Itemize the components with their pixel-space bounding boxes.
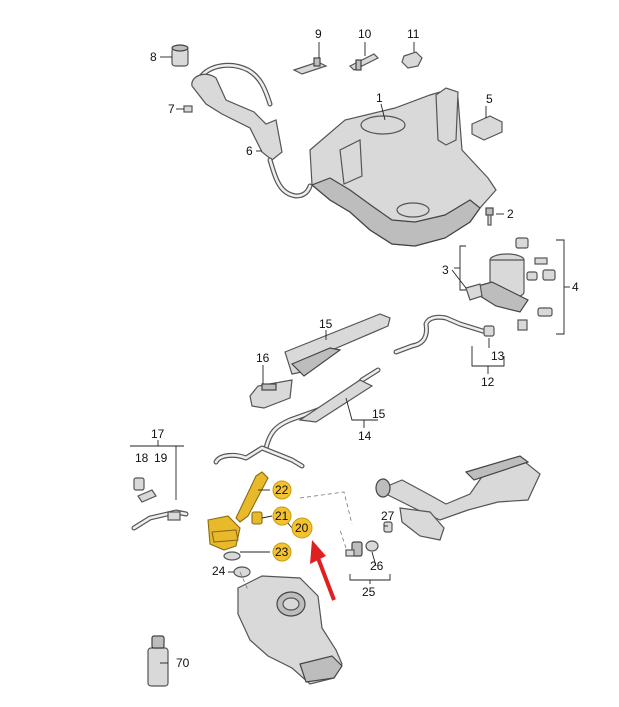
label-15-bottom: 15 <box>372 407 386 421</box>
connection-dashes <box>239 491 353 591</box>
fluid-bottle-part-70 <box>147 635 169 687</box>
clip-part-11 <box>401 51 423 69</box>
gasket-part-24 <box>233 566 251 578</box>
pump-assembly-part-3 <box>465 253 529 313</box>
clip-part-5 <box>471 115 503 141</box>
clip-part-10 <box>348 53 380 71</box>
label-1: 1 <box>376 91 383 105</box>
exhaust-pipe-assembly <box>375 455 541 541</box>
label-10: 10 <box>358 27 372 41</box>
filler-cap-part-8 <box>171 44 189 67</box>
label-16: 16 <box>256 351 270 365</box>
highlight-badges <box>272 480 313 562</box>
line-part-17 <box>131 509 189 531</box>
part-number-labels: 1 2 3 4 5 6 7 8 9 10 11 12 13 14 15 15 1… <box>135 27 579 670</box>
label-9: 9 <box>315 27 322 41</box>
clamp-part-27 <box>383 521 393 533</box>
screw-part-2 <box>485 207 494 226</box>
label-70: 70 <box>176 656 190 670</box>
leader-lines <box>130 42 570 664</box>
clip-part-9 <box>292 57 328 75</box>
label-4: 4 <box>572 280 579 294</box>
label-22: 22 <box>275 483 289 497</box>
badge-22 <box>272 480 292 500</box>
badge-23 <box>272 542 292 562</box>
clip-part-19 <box>137 489 157 503</box>
bracket-part-16 <box>249 379 293 409</box>
label-25: 25 <box>362 585 376 599</box>
label-18: 18 <box>135 451 149 465</box>
label-19: 19 <box>154 451 168 465</box>
catalytic-converter-part <box>237 575 343 685</box>
label-14: 14 <box>358 429 372 443</box>
clip-part-18 <box>133 477 145 491</box>
label-5: 5 <box>486 92 493 106</box>
filler-neck-part <box>191 62 313 199</box>
badge-21 <box>272 506 292 526</box>
label-3: 3 <box>442 263 449 277</box>
badge-20 <box>291 517 313 539</box>
label-8: 8 <box>150 50 157 64</box>
label-13: 13 <box>491 349 505 363</box>
label-24: 24 <box>212 564 226 578</box>
gasket-part-26 <box>365 540 379 552</box>
screw-part-7 <box>183 105 193 113</box>
line-part-17b <box>213 445 305 469</box>
fuel-tank-part <box>309 87 497 247</box>
label-23: 23 <box>275 545 289 559</box>
label-2: 2 <box>507 207 514 221</box>
label-7: 7 <box>168 102 175 116</box>
label-17: 17 <box>151 427 165 441</box>
label-27: 27 <box>381 509 395 523</box>
label-12: 12 <box>481 375 495 389</box>
injector-part-25 <box>345 541 363 557</box>
label-15-top: 15 <box>319 317 333 331</box>
label-6: 6 <box>246 144 253 158</box>
line-part-12 <box>393 314 495 355</box>
small-parts-4 <box>515 237 556 331</box>
heat-shield-part-15 <box>284 313 391 377</box>
red-arrow-icon <box>310 540 336 601</box>
label-21: 21 <box>275 509 289 523</box>
dosing-injector-part <box>207 471 269 561</box>
label-26: 26 <box>370 559 384 573</box>
line-part-14 <box>263 367 381 451</box>
label-20: 20 <box>295 521 309 535</box>
label-11: 11 <box>407 27 420 41</box>
